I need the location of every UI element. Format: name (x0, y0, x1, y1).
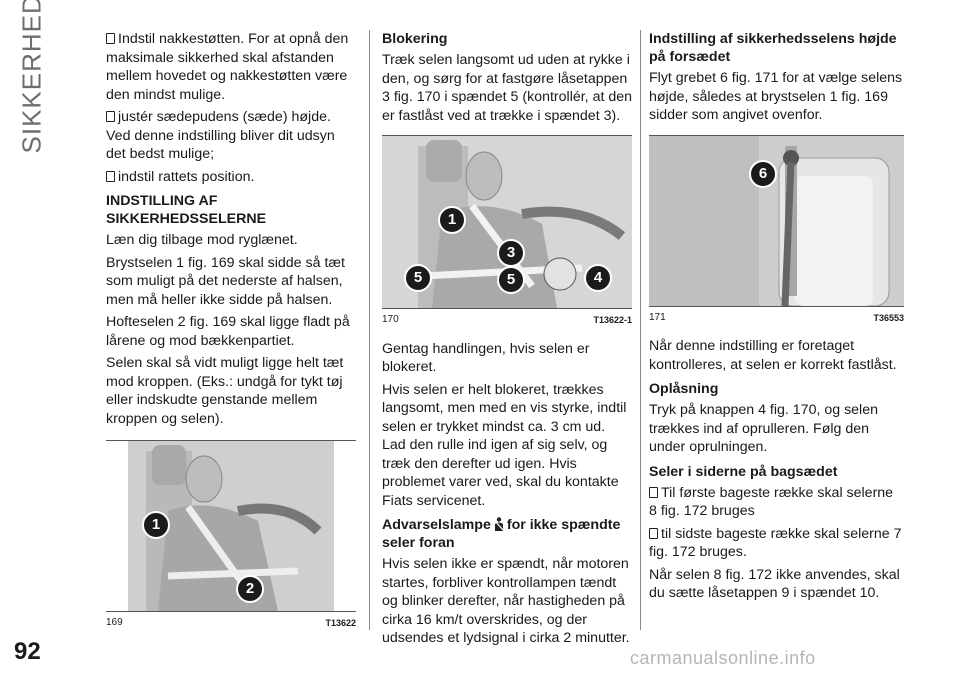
belt-height-adjuster-illustration (649, 135, 904, 306)
paragraph: Hvis selen ikke er spændt, når motoren s… (382, 556, 630, 646)
checkbox-bullet-icon (106, 170, 115, 182)
paragraph: Træk selen langsomt ud uden at rykke i d… (382, 52, 633, 124)
paragraph: Tryk på knappen 4 fig. 170, og selen træ… (649, 402, 878, 455)
figure-image: 1 2 (128, 441, 334, 611)
seatbelt-warning-icon (494, 517, 504, 531)
callout-6: 6 (749, 159, 777, 188)
figure-number: 170 (382, 314, 399, 325)
callout-3: 3 (497, 239, 525, 267)
bullet-item: justér sædepudens (sæde) højde. Ved denn… (106, 109, 335, 162)
figure-caption: 169 T13622 (106, 614, 356, 633)
bullet-item: Indstil nakkestøtten. For at opnå den ma… (106, 31, 349, 103)
figure-image: 6 (649, 135, 904, 306)
bullet-item: indstil rattets position. (106, 168, 356, 187)
figure-image: 1 3 5 5 4 (382, 136, 632, 308)
checkbox-bullet-icon (649, 527, 658, 539)
figure-number: 171 (649, 311, 666, 323)
figure-number: 169 (106, 617, 123, 628)
figure-code: T13622-1 (593, 315, 632, 325)
paragraph: Flyt grebet 6 fig. 171 for at vælge sele… (649, 70, 903, 123)
checkbox-bullet-icon (106, 111, 115, 122)
driver-seatbelt-illustration (128, 441, 334, 611)
figure-caption: 171 T36553 (649, 309, 904, 328)
column-divider (640, 30, 641, 630)
checkbox-bullet-icon (106, 33, 115, 44)
column-1: Indstil nakkestøtten. For at opnå den ma… (106, 30, 356, 633)
figure-171: 6 171 T36553 (649, 134, 904, 328)
watermark: carmanualsonline.info (630, 648, 816, 668)
checkbox-bullet-icon (649, 486, 658, 498)
callout-5: 5 (497, 266, 525, 294)
column-divider (369, 30, 370, 630)
bullet-item: til sidste bageste række skal selerne 7 … (649, 525, 902, 560)
column-3: Indstilling af sikkerhedsselens højde på… (649, 30, 904, 607)
callout-5: 5 (404, 264, 432, 292)
paragraph: Læn dig tilbage mod ryglænet. (106, 232, 298, 248)
page-number: 92 (14, 638, 41, 665)
callout-2: 2 (236, 575, 264, 603)
figure-code: T36553 (873, 312, 904, 323)
paragraph: Når selen 8 fig. 172 ikke anvendes, skal… (649, 566, 900, 602)
callout-1: 1 (438, 206, 466, 234)
callout-4: 4 (584, 264, 612, 292)
section-heading: Seler i siderne på bagsædet (649, 463, 838, 480)
section-heading: Blokering (382, 31, 448, 47)
section-heading: Indstilling af sikkerhedsselens højde på… (649, 31, 897, 65)
column-2: Blokering Træk selen langsomt ud uden at… (382, 30, 632, 652)
figure-170: 1 3 5 5 4 170 T13622-1 (382, 135, 632, 330)
figure-169: 1 2 169 T13622 (106, 440, 356, 633)
paragraph: Når denne indstilling er foretaget kontr… (649, 338, 897, 373)
section-tab-label: SIKKERHED (16, 0, 47, 154)
section-heading: Oplåsning (649, 381, 719, 397)
figure-caption: 170 T13622-1 (382, 311, 632, 330)
paragraph: Selen skal så vidt muligt ligge helt tæt… (106, 355, 344, 427)
paragraph: Hofteselen 2 fig. 169 skal ligge fladt p… (106, 314, 350, 349)
section-tab: SIKKERHED (12, 0, 52, 160)
paragraph: Brystselen 1 fig. 169 skal sidde så tæt … (106, 254, 345, 308)
figure-code: T13622 (325, 618, 356, 628)
section-heading: INDSTILLING AF SIKKERHEDSSELERNE (106, 193, 267, 227)
callout-1: 1 (142, 511, 170, 539)
bullet-item: Til første bageste række skal selerne 8 … (649, 484, 894, 519)
paragraph: Hvis selen er helt blokeret, trækkes lan… (382, 381, 627, 509)
paragraph: Gentag handlingen, hvis selen er blokere… (382, 340, 590, 376)
